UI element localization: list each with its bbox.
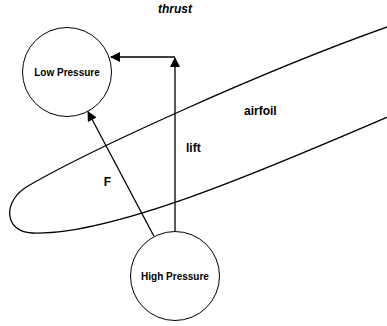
diagram-label: lift — [186, 141, 201, 155]
force-label: F — [104, 175, 111, 189]
circle-label: High Pressure — [141, 271, 209, 282]
lift-arrow — [174, 58, 175, 231]
thrust-arrow — [111, 56, 175, 57]
diagram-label: thrust — [158, 2, 192, 16]
diagram-label: airfoil — [244, 104, 277, 118]
pressure-circle: High Pressure — [130, 231, 220, 321]
circle-label: Low Pressure — [34, 67, 100, 78]
airfoil-outline — [10, 26, 387, 233]
pressure-circle: Low Pressure — [22, 27, 112, 117]
force-arrow — [88, 112, 154, 236]
